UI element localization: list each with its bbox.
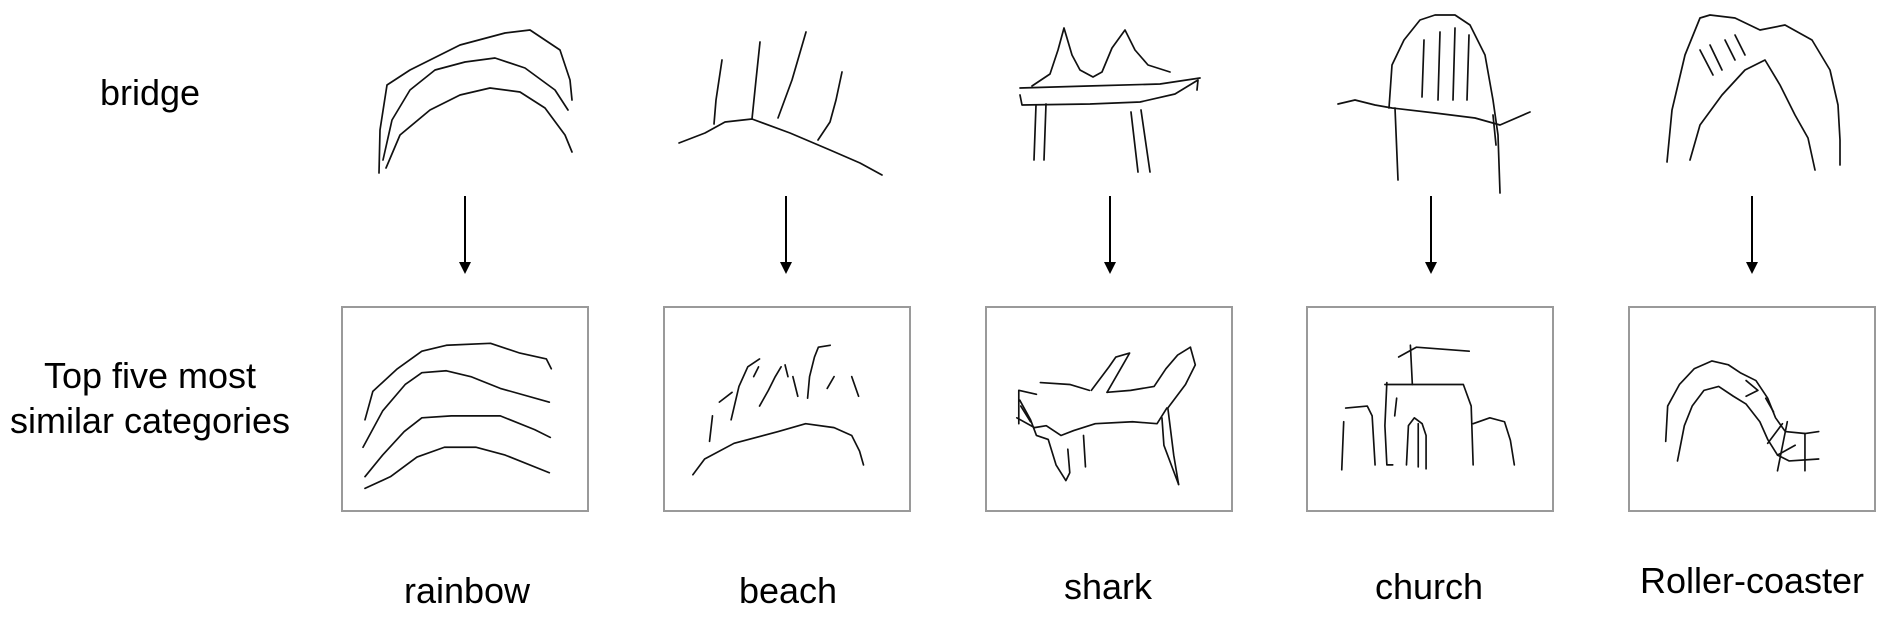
arrow-icon-1 (455, 196, 475, 276)
category-label-rainbow: rainbow (403, 570, 531, 611)
category-image-shark (985, 306, 1233, 512)
category-label-roller-coaster: Roller-coaster (1639, 560, 1865, 601)
category-image-beach (663, 306, 911, 512)
arrow-icon-4 (1421, 196, 1441, 276)
row-label-line-2: similar categories (9, 400, 291, 441)
category-image-church (1306, 306, 1554, 512)
arrow-icon-3 (1100, 196, 1120, 276)
arrow-icon-2 (776, 196, 796, 276)
category-image-rainbow (341, 306, 589, 512)
category-label-shark: shark (1063, 566, 1153, 607)
row-label: Top five most similar categories (0, 353, 300, 443)
arrow-icon-5 (1742, 196, 1762, 276)
category-image-roller-coaster (1628, 306, 1876, 512)
category-label-beach: beach (738, 570, 838, 611)
row-label-line-1: Top five most (43, 355, 257, 396)
query-category-label: bridge (100, 72, 201, 113)
category-label-church: church (1374, 566, 1484, 607)
